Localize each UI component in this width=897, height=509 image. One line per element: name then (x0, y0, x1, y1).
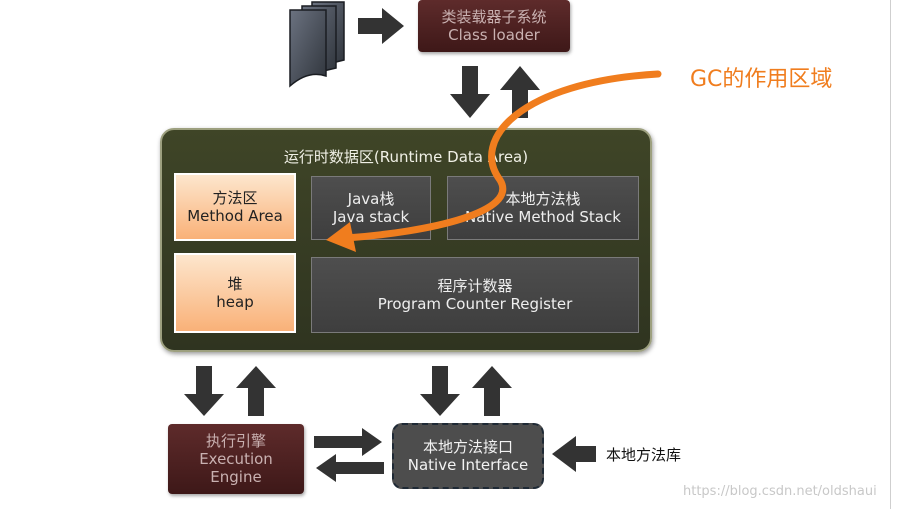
method-area-en: Method Area (187, 207, 283, 225)
class-loader-box: 类装载器子系统 Class loader (418, 0, 570, 52)
pc-register-en: Program Counter Register (377, 295, 573, 313)
page-border (890, 0, 891, 509)
runtime-area-title: 运行时数据区(Runtime Data Area) (283, 148, 529, 166)
arrow-up-icon (500, 66, 540, 118)
program-counter-register-box: 程序计数器 Program Counter Register (311, 257, 639, 333)
arrow-right-icon (314, 428, 382, 456)
execution-engine-zh: 执行引擎 (205, 432, 266, 450)
method-area-box: 方法区 Method Area (174, 173, 296, 241)
native-method-stack-en: Native Method Stack (465, 208, 621, 226)
arrow-left-icon (552, 436, 596, 472)
native-method-stack-box: 本地方法栈 Native Method Stack (447, 176, 639, 240)
arrow-down-icon (420, 366, 460, 416)
method-area-zh: 方法区 (212, 189, 258, 207)
class-loader-zh: 类装载器子系统 (441, 8, 547, 26)
gc-scope-label: GC的作用区域 (690, 67, 833, 92)
execution-engine-box: 执行引擎 Execution Engine (168, 424, 304, 494)
java-stack-zh: Java栈 (347, 190, 395, 208)
java-stack-en: Java stack (332, 208, 410, 226)
pc-register-zh: 程序计数器 (437, 277, 513, 295)
native-interface-box: 本地方法接口 Native Interface (392, 423, 544, 489)
native-interface-zh: 本地方法接口 (422, 438, 513, 456)
arrow-left-icon (316, 454, 384, 482)
execution-engine-en1: Execution (199, 450, 273, 468)
arrow-up-icon (472, 366, 512, 416)
heap-en: heap (216, 293, 254, 311)
arrow-down-icon (184, 366, 224, 416)
native-library-label: 本地方法库 (606, 446, 682, 464)
native-method-stack-zh: 本地方法栈 (505, 190, 581, 208)
watermark: https://blog.csdn.net/oldshaui (683, 484, 877, 499)
arrow-down-icon (450, 66, 490, 118)
execution-engine-en2: Engine (210, 468, 262, 486)
arrow-up-icon (236, 366, 276, 416)
native-interface-en: Native Interface (407, 456, 529, 474)
heap-zh: 堆 (227, 275, 243, 293)
class-loader-en: Class loader (448, 26, 540, 44)
heap-box: 堆 heap (174, 253, 296, 333)
gc-arrowhead-icon (326, 222, 356, 252)
arrow-right-icon (358, 8, 404, 44)
